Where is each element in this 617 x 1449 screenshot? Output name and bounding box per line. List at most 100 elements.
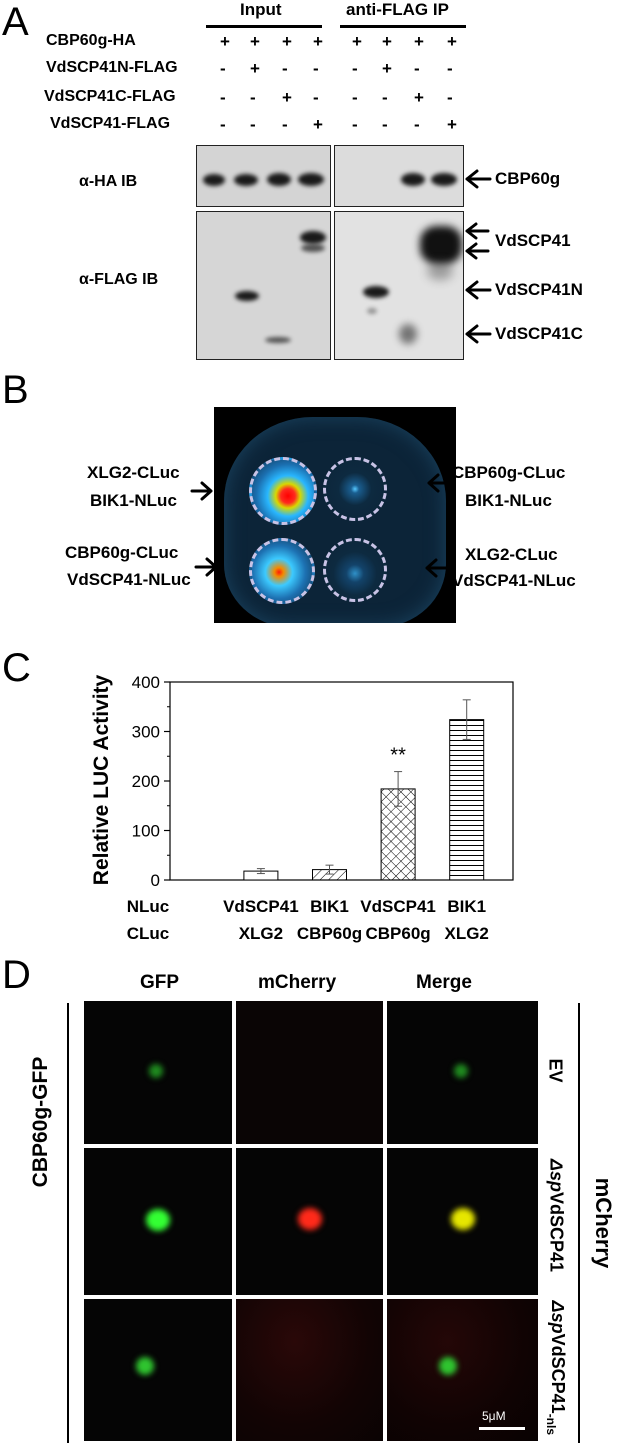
band bbox=[300, 231, 326, 244]
band bbox=[420, 226, 462, 264]
x-category-label: CLuc bbox=[127, 924, 170, 943]
x-category-label: BIK1 bbox=[447, 897, 486, 916]
sign-cell: - bbox=[352, 115, 358, 134]
y-tick-label: 200 bbox=[132, 772, 160, 791]
microscopy-grid: 5μM bbox=[84, 1001, 538, 1441]
y-axis-label: Relative LUC Activity bbox=[90, 674, 113, 885]
band bbox=[431, 173, 457, 186]
delta-sp-2: Δsp bbox=[547, 1300, 568, 1334]
left-divider bbox=[67, 1003, 69, 1443]
y-tick-label: 300 bbox=[132, 723, 160, 742]
ha-blot-ip bbox=[334, 145, 464, 207]
sign-cell: - bbox=[313, 88, 319, 107]
b-right-top-2: BIK1-NLuc bbox=[465, 491, 552, 510]
x-category-label: BIK1 bbox=[310, 897, 349, 916]
merge-nucleus bbox=[454, 1064, 468, 1078]
ip-rule bbox=[340, 25, 466, 28]
vdscp41-1: VdSCP41 bbox=[546, 1192, 567, 1273]
sign-cell: + bbox=[282, 32, 292, 51]
flag-blot-ip bbox=[334, 211, 464, 360]
b-right-top-1: CBP60g-CLuc bbox=[452, 463, 566, 482]
merge-nucleus bbox=[451, 1208, 475, 1230]
col-header-mcherry: mCherry bbox=[258, 972, 337, 993]
significance-marker: ** bbox=[390, 745, 406, 767]
merge-nucleus bbox=[439, 1357, 457, 1375]
right-divider bbox=[578, 1003, 580, 1443]
luc-activity-chart: Relative LUC Activity 0100200300400NLucC… bbox=[90, 673, 514, 943]
arrow-right-bottom bbox=[425, 558, 449, 578]
sign-cell: - bbox=[447, 88, 453, 107]
gfp-nucleus bbox=[136, 1357, 154, 1375]
col-header-merge: Merge bbox=[416, 972, 472, 993]
nls-sub: -nls bbox=[544, 1413, 559, 1436]
panel-a-arrows bbox=[465, 169, 492, 344]
band bbox=[363, 286, 389, 298]
sign-cell: - bbox=[220, 88, 226, 107]
sign-cell: - bbox=[414, 115, 420, 134]
sign-cell: + bbox=[414, 32, 424, 51]
row-label-cbp60g-gfp: CBP60g-GFP bbox=[29, 1056, 52, 1188]
vdscp41-2: VdSCP41 bbox=[547, 1333, 568, 1414]
sign-cell: + bbox=[352, 32, 362, 51]
img-sp-mcherry bbox=[236, 1148, 383, 1295]
band bbox=[235, 291, 259, 301]
img-nls-gfp bbox=[84, 1299, 232, 1441]
sign-cell: - bbox=[220, 59, 226, 78]
sign-cell: - bbox=[414, 59, 420, 78]
band bbox=[203, 174, 225, 186]
band bbox=[367, 308, 377, 314]
sign-row-label: VdSCP41-FLAG bbox=[50, 115, 171, 132]
b-right-bottom-1: XLG2-CLuc bbox=[465, 545, 558, 564]
sign-cell: - bbox=[352, 59, 358, 78]
panel-a-label: A bbox=[2, 0, 29, 44]
img-ev-gfp bbox=[84, 1001, 232, 1144]
ha-blot-input bbox=[196, 145, 331, 207]
sign-cell: + bbox=[250, 32, 260, 51]
row-label-sp-vdscp41-nls: ΔspVdSCP41-nls bbox=[544, 1288, 568, 1448]
img-sp-gfp bbox=[84, 1148, 232, 1295]
col-header-gfp: GFP bbox=[140, 972, 180, 993]
scale-label: 5μM bbox=[482, 1409, 506, 1423]
sign-cell: - bbox=[220, 115, 226, 134]
flag-blot-input bbox=[196, 211, 331, 360]
sign-cell: + bbox=[382, 32, 392, 51]
arrow-vdscp41n bbox=[465, 280, 492, 300]
gfp-nucleus bbox=[146, 1209, 170, 1231]
spot-xlg2-vdscp41 bbox=[323, 538, 387, 602]
arrow-label-vdscp41c: VdSCP41C bbox=[495, 324, 583, 343]
spot-cbp60g-bik1 bbox=[323, 457, 387, 521]
y-tick-label: 0 bbox=[151, 871, 160, 890]
sign-cell: + bbox=[447, 32, 457, 51]
arrow-label-vdscp41: VdSCP41 bbox=[495, 231, 571, 250]
band bbox=[427, 262, 453, 280]
arrow-vdscp41-a bbox=[465, 222, 490, 240]
panel-d-label: D bbox=[2, 953, 31, 997]
sign-cell: + bbox=[220, 32, 230, 51]
sign-cell: - bbox=[250, 88, 256, 107]
band bbox=[234, 174, 258, 186]
sign-cell: - bbox=[352, 88, 358, 107]
sign-cell: + bbox=[282, 88, 292, 107]
arrow-cbp60g bbox=[465, 169, 492, 189]
sign-cell: - bbox=[250, 115, 256, 134]
spot-cbp60g-vdscp41 bbox=[249, 538, 315, 604]
plot-area: 0100200300400NLucCLucVdSCP41XLG2BIK1CBP6… bbox=[127, 673, 514, 943]
band bbox=[401, 173, 425, 186]
x-category-label: VdSCP41 bbox=[360, 897, 436, 916]
flag-ib-label: α-FLAG IB bbox=[79, 271, 159, 288]
sign-cell: + bbox=[250, 59, 260, 78]
spot-xlg2-bik1 bbox=[249, 457, 317, 525]
sign-cell: - bbox=[313, 59, 319, 78]
panel-c-label: C bbox=[2, 646, 31, 690]
img-nls-mcherry bbox=[236, 1299, 383, 1441]
img-sp-merge bbox=[387, 1148, 538, 1295]
x-category-label: NLuc bbox=[127, 897, 170, 916]
band bbox=[301, 244, 325, 252]
sign-cell: + bbox=[313, 32, 323, 51]
panel-b-label: B bbox=[2, 368, 29, 412]
sign-row-label: VdSCP41C-FLAG bbox=[44, 88, 176, 105]
sign-cell: + bbox=[382, 59, 392, 78]
x-category-label: VdSCP41 bbox=[223, 897, 299, 916]
y-tick-label: 100 bbox=[132, 822, 160, 841]
scale-bar bbox=[479, 1427, 525, 1430]
